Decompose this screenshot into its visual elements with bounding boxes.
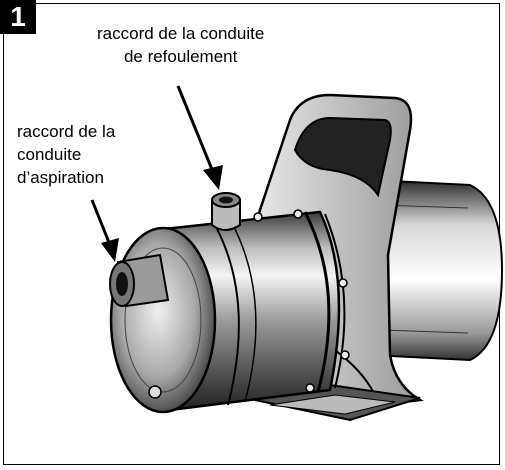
suction-label-line-2: conduite <box>17 145 82 164</box>
suction-arrow <box>90 199 119 262</box>
suction-label-line-1: raccord de la <box>17 122 116 141</box>
suction-label-line-3: d’aspiration <box>17 168 104 187</box>
discharge-port <box>211 192 241 231</box>
suction-connection-label: raccord de la conduite d’aspiration <box>17 120 115 189</box>
discharge-connection-label: raccord de la conduite de refoulement <box>97 22 264 68</box>
suction-port <box>109 253 170 308</box>
discharge-label-line-2: de refoulement <box>123 47 238 66</box>
pump-front-cap <box>109 226 217 414</box>
figure-number: 1 <box>0 0 36 34</box>
discharge-arrow <box>176 85 223 190</box>
discharge-label-line-1: raccord de la conduite <box>97 24 265 43</box>
